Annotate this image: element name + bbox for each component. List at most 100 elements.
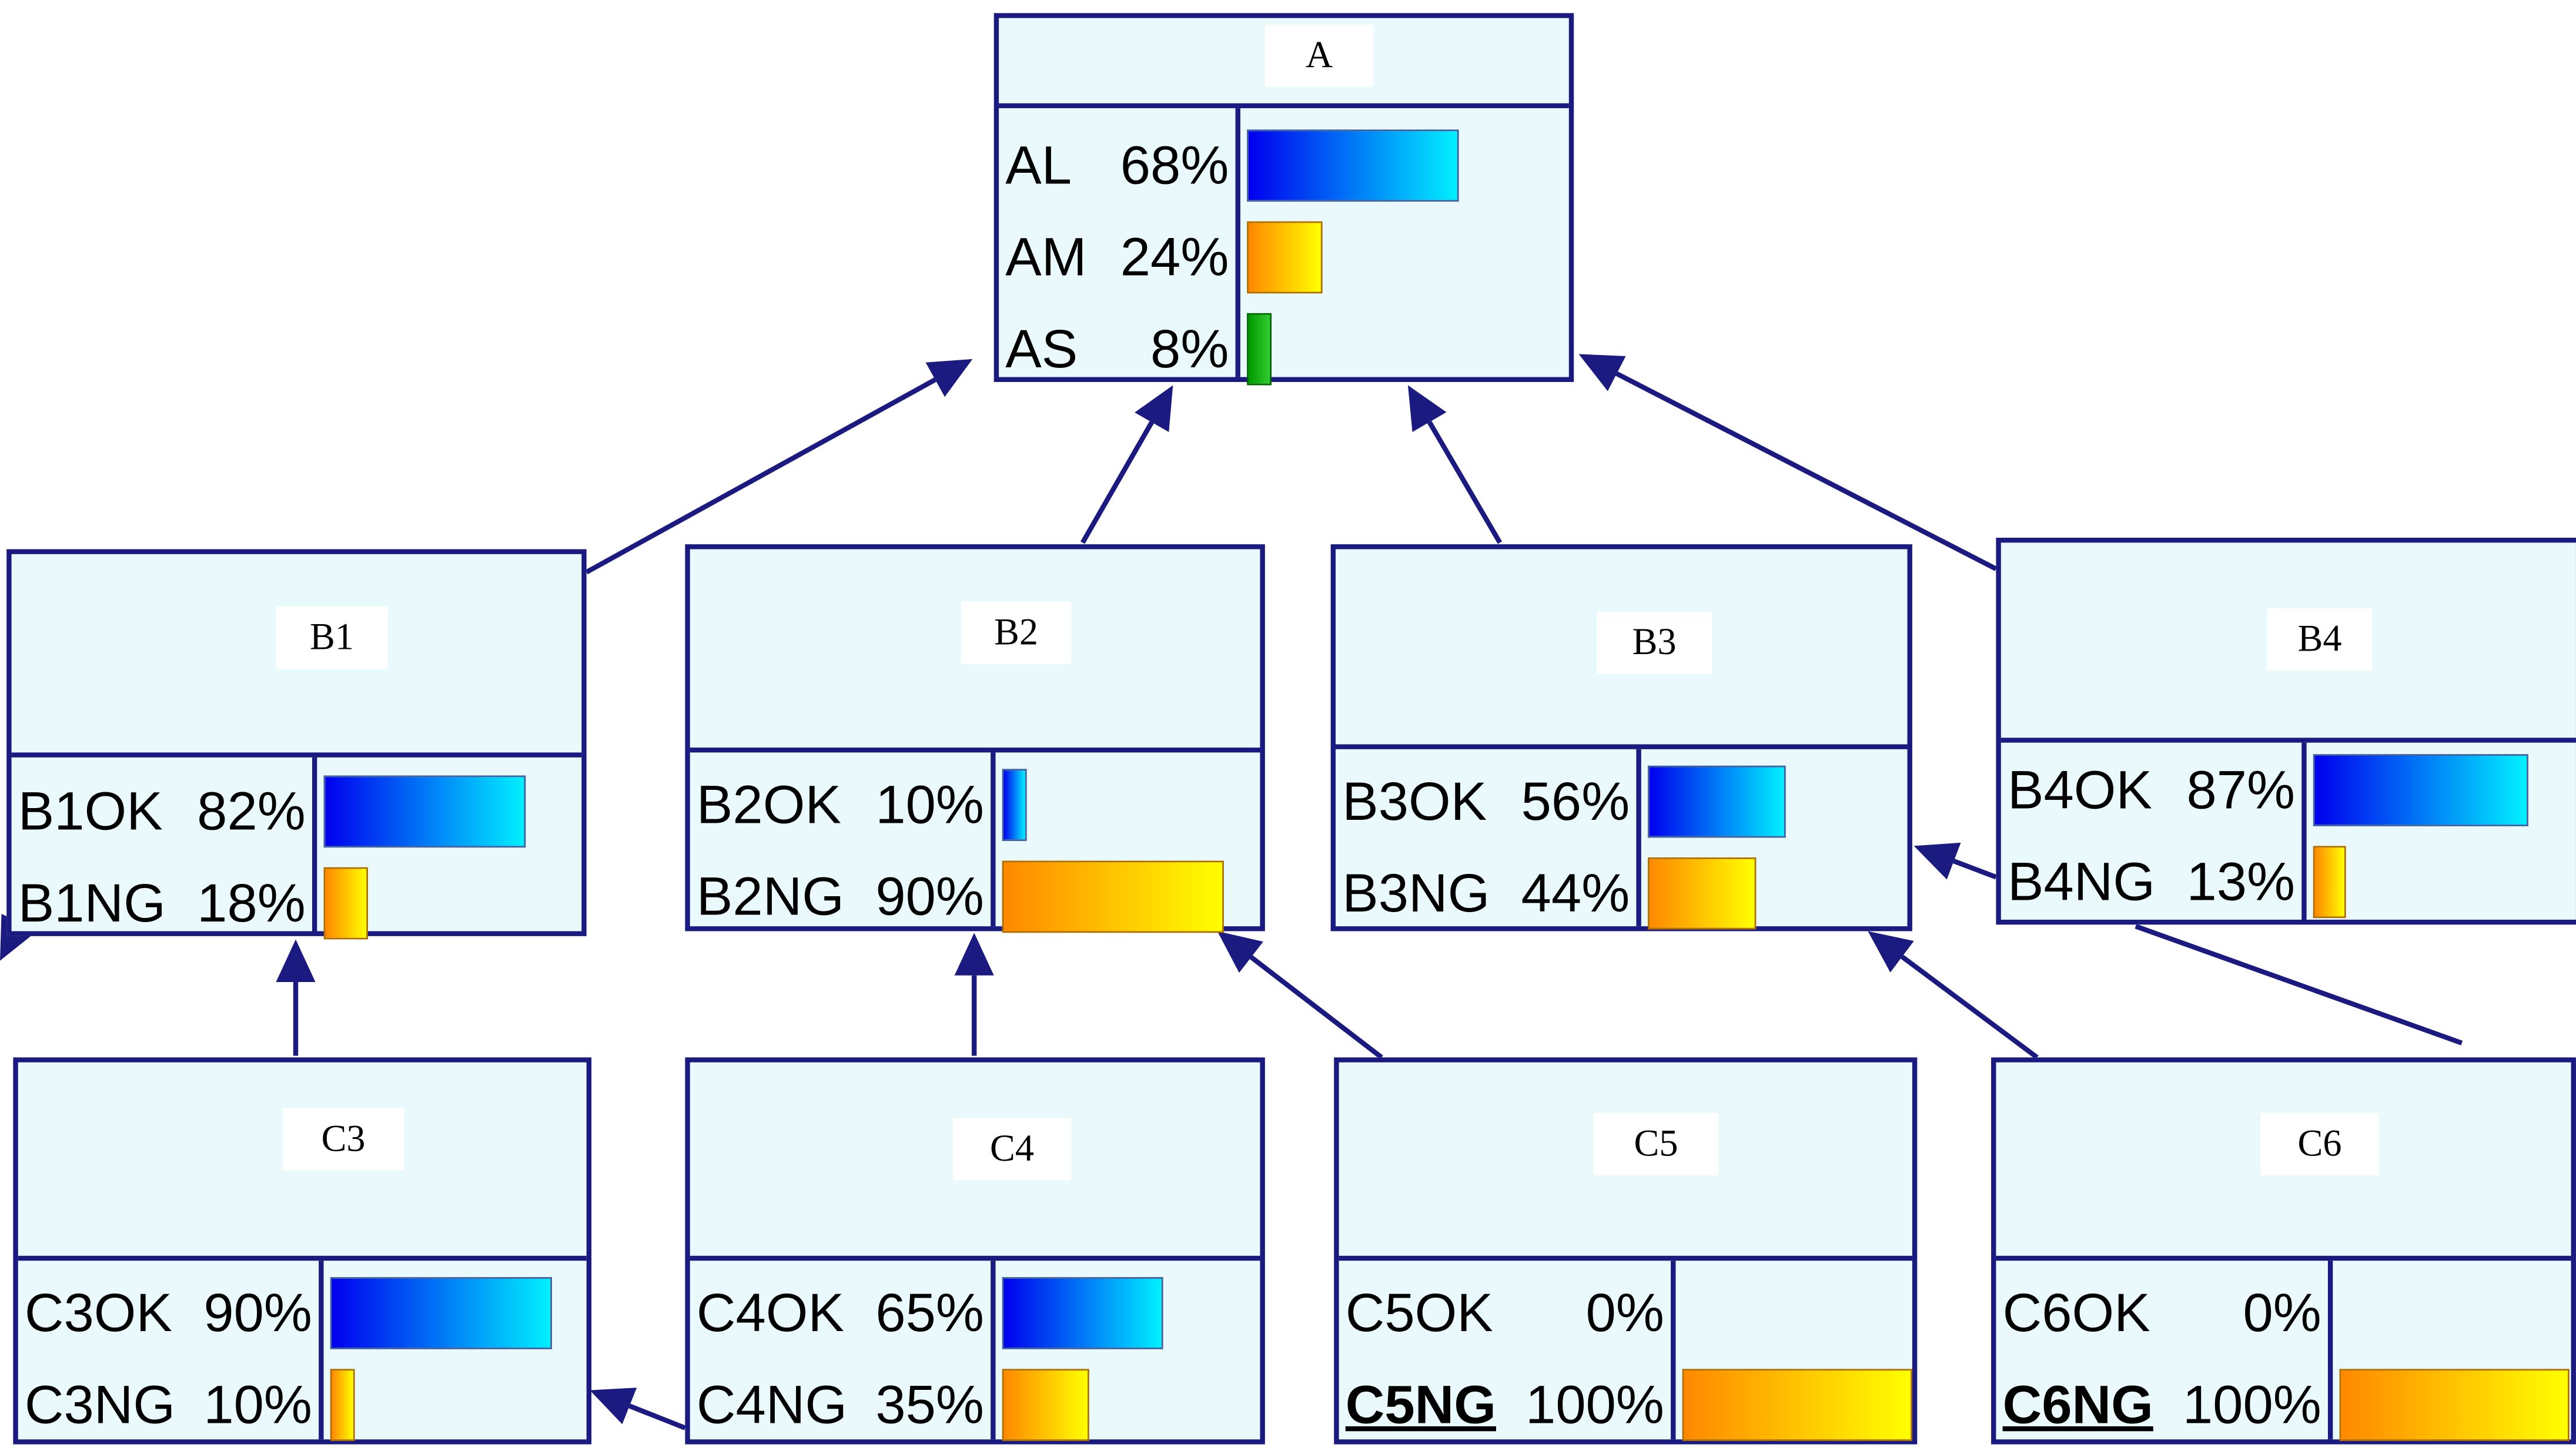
state-percent: 10% <box>875 773 984 835</box>
state-name: B2NG <box>696 865 845 927</box>
state-name: C5NG <box>1345 1373 1497 1435</box>
state-name: B3NG <box>1342 862 1490 923</box>
link-line <box>585 377 936 575</box>
state-name: C6NG <box>2002 1373 2153 1435</box>
node-header: B2 <box>690 549 1260 753</box>
state-name: AM <box>1005 226 1087 287</box>
node-header: B1 <box>11 554 582 758</box>
state-percent: 10% <box>203 1373 312 1435</box>
arrowhead-icon <box>1868 931 1914 973</box>
probability-bar-b4ok <box>2313 754 2528 826</box>
probability-bar-c4ng <box>1002 1369 1089 1442</box>
state-percent: 100% <box>1525 1373 1664 1435</box>
state-row-c4ng[interactable]: C4NG 35% <box>697 1359 984 1451</box>
state-name: B4OK <box>2008 759 2153 820</box>
state-name: C3NG <box>24 1373 176 1435</box>
arrowhead-icon <box>590 1388 637 1425</box>
state-percent: 24% <box>1120 226 1229 287</box>
node-title: A <box>1264 24 1374 87</box>
node-title: C4 <box>952 1118 1072 1181</box>
link-line <box>1615 371 1998 571</box>
link-b4-to-c6 <box>2135 924 2463 1045</box>
arrowhead-icon <box>954 933 994 976</box>
probability-bar-b3ok <box>1647 765 1786 838</box>
node-C3[interactable]: C3 C3OK 90% C3NG 10% <box>13 1057 592 1445</box>
arrowhead-icon <box>1578 354 1626 391</box>
state-row-b1ng[interactable]: B1NG 18% <box>18 857 306 949</box>
probability-bar-b2ng <box>1002 860 1224 933</box>
state-percent: 90% <box>203 1282 312 1343</box>
link-line <box>628 1403 686 1430</box>
node-header: C4 <box>690 1063 1260 1261</box>
state-percent: 35% <box>875 1373 984 1435</box>
state-row-c3ng[interactable]: C3NG 10% <box>25 1359 312 1451</box>
node-title: C5 <box>1593 1113 1719 1176</box>
link-c4-to-c3 <box>590 1388 686 1430</box>
link-b2-to-a <box>1080 385 1173 544</box>
state-row-c5ng[interactable]: C5NG 100% <box>1346 1359 1664 1451</box>
state-percent: 18% <box>197 872 306 933</box>
state-name: B3OK <box>1342 770 1487 832</box>
node-header: B3 <box>1336 549 1908 749</box>
state-column: C3OK 90% C3NG 10% <box>18 1261 324 1440</box>
probability-bar-as <box>1247 313 1272 386</box>
arrowhead-icon <box>1913 842 1961 880</box>
probability-bar-b3ng <box>1647 857 1757 930</box>
node-header: A <box>999 18 1569 109</box>
link-line <box>1080 421 1154 544</box>
state-name: AL <box>1005 134 1072 195</box>
state-name: C3OK <box>24 1282 173 1343</box>
link-line <box>1953 859 1997 880</box>
arrowhead-icon <box>276 939 316 982</box>
link-line <box>1249 955 1383 1060</box>
state-percent: 13% <box>2186 850 2296 912</box>
probability-bar-b2ok <box>1002 769 1027 842</box>
node-body: C3OK 90% C3NG 10% <box>18 1261 587 1442</box>
state-name: C4NG <box>696 1373 848 1435</box>
probability-bar-c4ok <box>1002 1277 1163 1349</box>
state-name: C5OK <box>1345 1282 1493 1343</box>
state-row-b3ng[interactable]: B3NG 44% <box>1342 847 1630 939</box>
state-name: C4OK <box>696 1282 845 1343</box>
state-row-b4ng[interactable]: B4NG 13% <box>2008 836 2295 928</box>
arrowhead-icon <box>1217 931 1263 973</box>
node-header: C3 <box>18 1063 587 1261</box>
arrowhead-icon <box>1407 385 1447 433</box>
state-name: B1NG <box>18 872 166 933</box>
state-row-c3ok[interactable]: C3OK 90% <box>25 1267 312 1359</box>
node-title: B4 <box>2267 608 2373 671</box>
arrowhead-icon <box>925 358 973 397</box>
state-row-am[interactable]: AM 24% <box>1005 212 1229 303</box>
node-title: B2 <box>961 601 1072 664</box>
node-header: B4 <box>2000 542 2576 743</box>
state-percent: 44% <box>1521 862 1630 923</box>
node-title: B3 <box>1597 611 1712 674</box>
link-c3-to-b1 <box>276 939 316 1056</box>
state-name: B4NG <box>2008 850 2156 912</box>
